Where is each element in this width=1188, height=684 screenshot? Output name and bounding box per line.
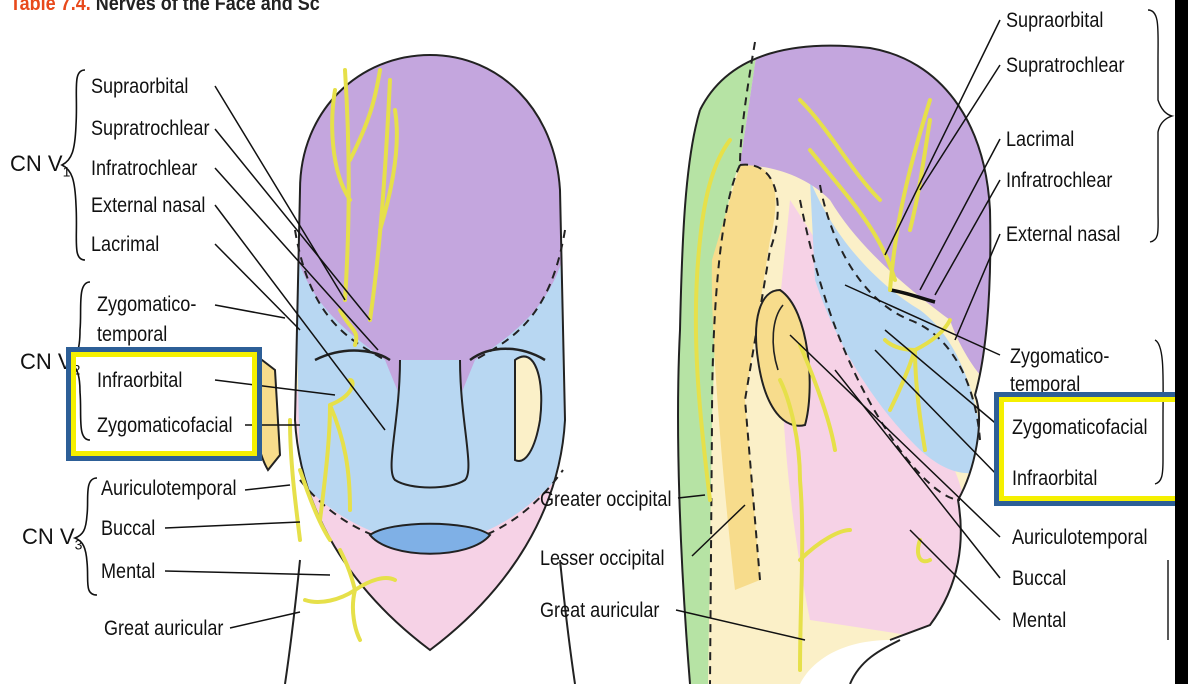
front-label-mental: Mental (101, 561, 155, 582)
front-group-v1-sub: 1 (63, 163, 71, 179)
side-label-external-nasal: External nasal (1006, 224, 1120, 245)
front-group-v1: CN V1 (10, 153, 70, 178)
side-highlight-box (994, 392, 1175, 506)
side-label-lesser-occipital: Lesser occipital (540, 548, 664, 569)
side-label-infratrochlear: Infratrochlear (1006, 170, 1112, 191)
front-label-temporal: temporal (97, 324, 167, 345)
front-label-zygomatico: Zygomatico- (97, 294, 196, 315)
front-label-external-nasal: External nasal (91, 195, 205, 216)
side-label-great-auricular: Great auricular (540, 600, 659, 621)
side-label-buccal: Buccal (1012, 568, 1066, 589)
front-group-v3-sub: 3 (75, 536, 83, 552)
side-label-mental: Mental (1012, 610, 1066, 631)
front-braces (62, 70, 97, 595)
side-label-supraorbital: Supraorbital (1006, 10, 1103, 31)
front-label-infratrochlear: Infratrochlear (91, 158, 197, 179)
side-brackets (1148, 10, 1172, 640)
front-label-buccal: Buccal (101, 518, 155, 539)
side-label-auriculotemporal: Auriculotemporal (1012, 527, 1148, 548)
side-label-zygomatico: Zygomatico- (1010, 346, 1109, 367)
side-label-lacrimal: Lacrimal (1006, 129, 1074, 150)
front-group-v2-base: CN V (20, 349, 73, 374)
side-label-greater-occipital: Greater occipital (540, 489, 671, 510)
front-highlight-box (66, 347, 262, 461)
front-label-great-auricular: Great auricular (104, 618, 223, 639)
front-label-supratrochlear: Supratrochlear (91, 118, 209, 139)
front-group-v1-base: CN V (10, 151, 63, 176)
side-label-supratrochlear: Supratrochlear (1006, 55, 1124, 76)
front-group-v3: CN V3 (22, 526, 82, 551)
front-label-lacrimal: Lacrimal (91, 234, 159, 255)
front-group-v3-base: CN V (22, 524, 75, 549)
front-label-supraorbital: Supraorbital (91, 76, 188, 97)
front-label-auriculotemporal: Auriculotemporal (101, 478, 237, 499)
